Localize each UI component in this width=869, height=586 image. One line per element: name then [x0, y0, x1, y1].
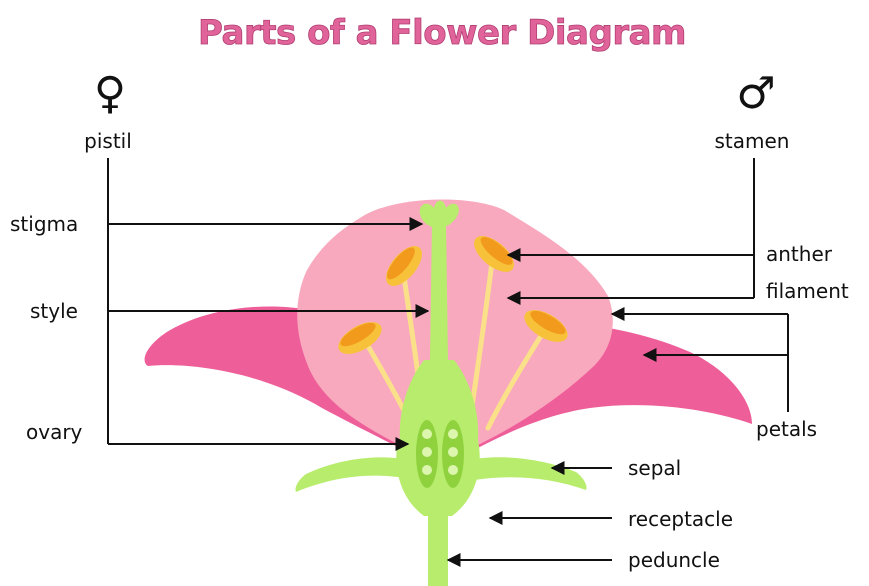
peduncle-stalk — [428, 512, 448, 586]
style-label: style — [30, 299, 78, 323]
diagram-title: Parts of a Flower Diagram — [198, 13, 686, 53]
female-symbol-icon: ♀ — [94, 68, 126, 119]
sepal-label: sepal — [628, 456, 681, 480]
filament-label: filament — [766, 279, 849, 303]
petals-label: petals — [756, 417, 817, 441]
ovary-label: ovary — [26, 420, 83, 444]
ovule — [448, 429, 458, 439]
ovule — [448, 447, 458, 457]
ovule — [448, 465, 458, 475]
anther-label: anther — [766, 242, 833, 266]
style-shape — [430, 222, 448, 360]
right-sepal — [470, 457, 587, 490]
male-symbol-icon: ♂ — [736, 68, 775, 119]
ovule — [422, 429, 432, 439]
receptacle-label: receptacle — [628, 507, 733, 531]
stigma-label: stigma — [10, 212, 78, 236]
pistil-label: pistil — [84, 129, 132, 153]
peduncle-label: peduncle — [628, 548, 720, 572]
ovule — [422, 447, 432, 457]
left-sepal — [295, 457, 408, 492]
stamen-label: stamen — [715, 129, 790, 153]
ovule — [422, 465, 432, 475]
